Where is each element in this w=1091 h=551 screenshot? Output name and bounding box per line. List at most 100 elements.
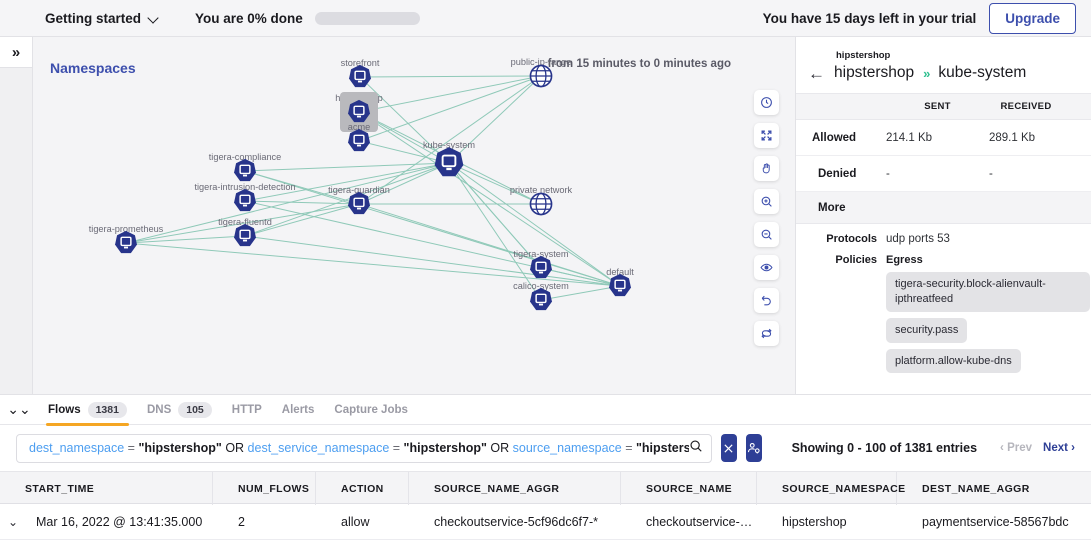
graph-edges bbox=[125, 75, 621, 301]
zoom-out-icon[interactable] bbox=[754, 222, 779, 247]
col-sent: SENT bbox=[924, 101, 951, 112]
pagination-controls[interactable]: ‹ Prev Next › bbox=[1000, 442, 1075, 454]
expand-icon[interactable] bbox=[754, 123, 779, 148]
tab-count-badge: 1381 bbox=[87, 401, 127, 418]
tab-alerts[interactable]: Alerts bbox=[272, 395, 325, 425]
row-label: Denied bbox=[818, 167, 857, 180]
graph-node-calico-system[interactable] bbox=[528, 287, 554, 313]
query-token: = bbox=[621, 441, 636, 455]
detail-target: kube-system bbox=[938, 64, 1027, 81]
double-chevron-down-icon[interactable]: ⌄⌄ bbox=[7, 401, 31, 417]
policy-pill[interactable]: tigera-security.block-alienvault-ipthrea… bbox=[886, 272, 1090, 312]
policy-pill[interactable]: security.pass bbox=[886, 317, 968, 343]
graph-node-kube-system[interactable] bbox=[432, 146, 466, 180]
query-token: "hipstershop bbox=[636, 441, 689, 455]
getting-started-label: Getting started bbox=[45, 10, 142, 26]
graph-node-default[interactable] bbox=[607, 273, 633, 299]
detail-row-denied: Denied - - bbox=[796, 156, 1091, 192]
eye-icon[interactable] bbox=[754, 255, 779, 280]
user-settings-button[interactable] bbox=[745, 434, 762, 462]
cell-source-name: checkoutservice-… bbox=[646, 514, 753, 529]
tab-label: HTTP bbox=[231, 403, 262, 416]
row-sent: - bbox=[886, 167, 890, 180]
graph-node-tigera-fluentd[interactable] bbox=[232, 223, 258, 249]
column-header-source_name[interactable]: SOURCE_NAME bbox=[621, 472, 757, 505]
column-header-action[interactable]: ACTION bbox=[316, 472, 409, 505]
double-chevron-right-icon: » bbox=[11, 43, 21, 61]
graph-node-tigera-guardian[interactable] bbox=[346, 191, 372, 217]
graph-time-range: from 15 minutes to 0 minutes ago bbox=[547, 58, 731, 70]
tab-capture-jobs[interactable]: Capture Jobs bbox=[324, 395, 418, 425]
query-token: OR bbox=[486, 441, 513, 455]
column-header-dest_name_aggr[interactable]: DEST_NAME_AGGR bbox=[922, 482, 1030, 495]
graph-title[interactable]: Namespaces bbox=[50, 60, 136, 76]
flow-direction-icon: » bbox=[923, 65, 930, 81]
graph-node-acme[interactable] bbox=[346, 128, 372, 154]
undo-icon[interactable] bbox=[754, 288, 779, 313]
column-header-start_time[interactable]: START_TIME bbox=[0, 472, 213, 505]
policy-pill[interactable]: platform.allow-kube-dns bbox=[886, 348, 1021, 374]
tab-http[interactable]: HTTP bbox=[222, 395, 272, 425]
row-sent: 214.1 Kb bbox=[886, 131, 933, 144]
tab-count-badge: 105 bbox=[178, 401, 212, 418]
tab-label: Capture Jobs bbox=[334, 403, 408, 416]
column-header-source_name_aggr[interactable]: SOURCE_NAME_AGGR bbox=[409, 472, 621, 505]
graph-node-tigera-prometheus[interactable] bbox=[113, 230, 139, 256]
sidebar-expand-toggle[interactable]: » bbox=[0, 37, 33, 68]
query-tokens: dest_namespace = "hipstershop" OR dest_s… bbox=[29, 441, 689, 455]
search-row[interactable]: dest_namespace = "hipstershop" OR dest_s… bbox=[0, 425, 1091, 471]
tab-label: Alerts bbox=[281, 403, 315, 416]
chevron-down-icon[interactable]: ⌄ bbox=[7, 514, 19, 529]
arrow-left-icon[interactable]: ← bbox=[808, 63, 825, 83]
flow-detail-panel[interactable]: hipstershop ← hipstershop » kube-system … bbox=[795, 37, 1091, 394]
detail-protocols: Protocols udp ports 53 bbox=[796, 224, 1091, 245]
graph-node-tigera-compliance[interactable] bbox=[232, 158, 258, 184]
query-token: "hipstershop" bbox=[403, 441, 487, 455]
cell-source-namespace: hipstershop bbox=[782, 514, 847, 529]
chevron-down-icon bbox=[148, 13, 159, 24]
row-received: 289.1 Kb bbox=[989, 131, 1036, 144]
next-page-button[interactable]: Next › bbox=[1043, 442, 1075, 454]
progress-label: You are 0% done bbox=[195, 10, 303, 26]
onboarding-progress-bar bbox=[314, 11, 420, 25]
prev-page-button[interactable]: ‹ Prev bbox=[1000, 442, 1033, 454]
search-icon[interactable] bbox=[689, 439, 703, 458]
clear-query-button[interactable] bbox=[721, 434, 737, 462]
query-token: OR bbox=[221, 441, 248, 455]
flow-query-input[interactable]: dest_namespace = "hipstershop" OR dest_s… bbox=[16, 433, 712, 463]
graph-node-tigera-system[interactable] bbox=[528, 255, 554, 281]
refresh-icon[interactable] bbox=[754, 321, 779, 346]
trial-notice: You have 15 days left in your trial bbox=[762, 10, 977, 26]
graph-node-public-ip-range[interactable] bbox=[528, 63, 554, 89]
tab-flows[interactable]: Flows 1381 bbox=[38, 395, 137, 426]
upgrade-button[interactable]: Upgrade bbox=[989, 2, 1076, 34]
query-token: "hipstershop" bbox=[138, 441, 222, 455]
more-label: More bbox=[818, 201, 846, 214]
hand-icon[interactable] bbox=[754, 156, 779, 181]
policy-pill-list: tigera-security.block-alienvault-ipthrea… bbox=[886, 272, 1091, 379]
detail-more-section[interactable]: More bbox=[796, 192, 1091, 224]
tab-label: Flows bbox=[48, 403, 81, 416]
graph-toolbar[interactable] bbox=[754, 90, 779, 346]
graph-node-hipstershop[interactable] bbox=[340, 92, 378, 132]
getting-started-menu[interactable]: Getting started bbox=[45, 11, 159, 26]
zoom-in-icon[interactable] bbox=[754, 189, 779, 214]
clock-icon[interactable] bbox=[754, 90, 779, 115]
cell-num-flows: 2 bbox=[238, 514, 245, 529]
graph-node-storefront[interactable] bbox=[347, 64, 373, 90]
graph-node-tigera-intrusion-detection[interactable] bbox=[232, 188, 258, 214]
column-header-num_flows[interactable]: NUM_FLOWS bbox=[213, 472, 316, 505]
graph-node-private network[interactable] bbox=[528, 191, 554, 217]
pagination-summary: Showing 0 - 100 of 1381 entries bbox=[791, 441, 978, 455]
column-header-source_namespace[interactable]: SOURCE_NAMESPACE bbox=[757, 472, 905, 505]
service-graph-panel[interactable]: Namespaces from 15 minutes to 0 minutes … bbox=[33, 37, 795, 394]
detail-source: hipstershop bbox=[834, 64, 915, 81]
protocols-label: Protocols bbox=[826, 233, 877, 245]
